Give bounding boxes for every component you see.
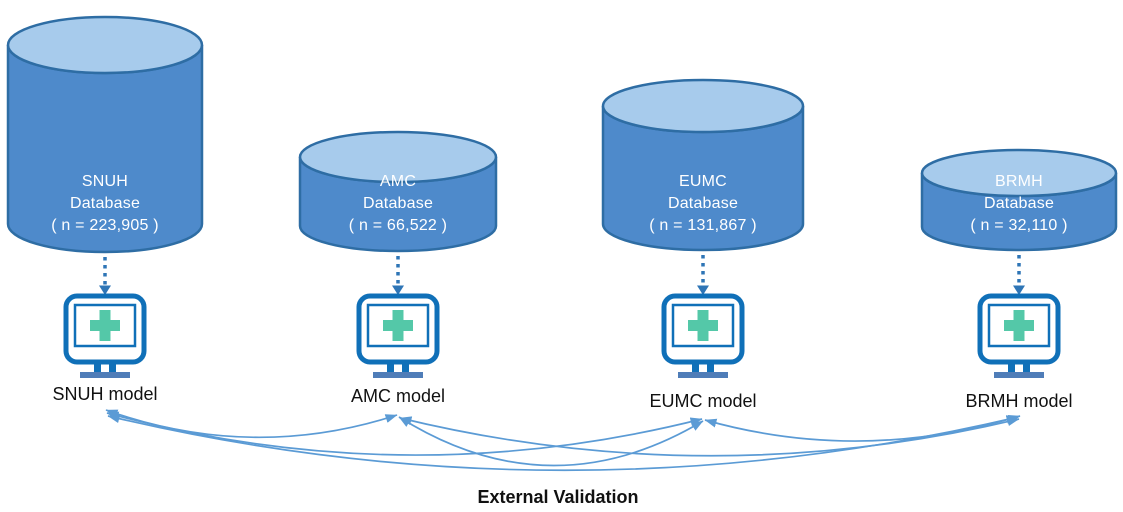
db-name: AMC (379, 173, 417, 190)
database-label-brmh: BRMH Database ( n = 32,110 ) (919, 171, 1119, 237)
db-n-count: ( n = 223,905 ) (51, 217, 159, 234)
db-name: SNUH (81, 173, 129, 190)
monitor-medical-cross-icon-brmh (977, 293, 1061, 378)
dotted-down-arrow-icon-snuh (99, 257, 111, 295)
database-label-snuh: SNUH Database ( n = 223,905 ) (5, 171, 205, 237)
medical-cross-icon (1004, 310, 1034, 341)
external-validation-caption: External Validation (477, 487, 639, 507)
db-name: EUMC (679, 173, 727, 190)
db-n-count: ( n = 131,867 ) (649, 217, 757, 234)
curved-bidirectional-arrow-icon-snuh-brmh (107, 414, 1019, 472)
monitor-medical-cross-icon-snuh (63, 293, 147, 378)
model-label-eumc: EUMC model (649, 391, 757, 411)
database-cylinder-eumc (601, 78, 805, 252)
dotted-down-arrow-icon-amc (392, 256, 404, 295)
dotted-down-arrow-icon-eumc (697, 255, 709, 295)
db-name: BRMH (995, 173, 1043, 190)
db-word: Database (69, 195, 141, 212)
database-cylinder-amc (298, 130, 498, 253)
monitor-medical-cross-icon-eumc (661, 293, 745, 378)
curved-bidirectional-arrow-icon-amc-brmh (399, 416, 1020, 457)
database-label-amc: AMC Database ( n = 66,522 ) (298, 171, 498, 237)
model-label-amc: AMC model (350, 386, 446, 406)
medical-cross-icon (90, 310, 120, 341)
medical-cross-icon (383, 310, 413, 341)
db-word: Database (983, 195, 1055, 212)
model-label-brmh: BRMH model (965, 391, 1073, 411)
db-word: Database (362, 195, 434, 212)
db-n-count: ( n = 66,522 ) (348, 217, 448, 234)
monitor-medical-cross-icon-amc (356, 293, 440, 378)
db-n-count: ( n = 32,110 ) (970, 217, 1068, 234)
model-label-snuh: SNUH model (52, 384, 158, 404)
database-label-eumc: EUMC Database ( n = 131,867 ) (603, 171, 803, 237)
curved-bidirectional-arrow-icon-eumc-brmh (704, 415, 1021, 442)
dotted-down-arrow-icon-brmh (1013, 255, 1025, 295)
db-word: Database (667, 195, 739, 212)
external-validation-arrows (105, 409, 1021, 472)
curved-bidirectional-arrow-icon-snuh-eumc (106, 411, 703, 456)
database-cylinder-snuh (6, 15, 204, 254)
medical-cross-icon (688, 310, 718, 341)
database-cylinder-brmh (920, 148, 1118, 252)
curved-bidirectional-arrow-icon-amc-eumc (398, 416, 704, 467)
